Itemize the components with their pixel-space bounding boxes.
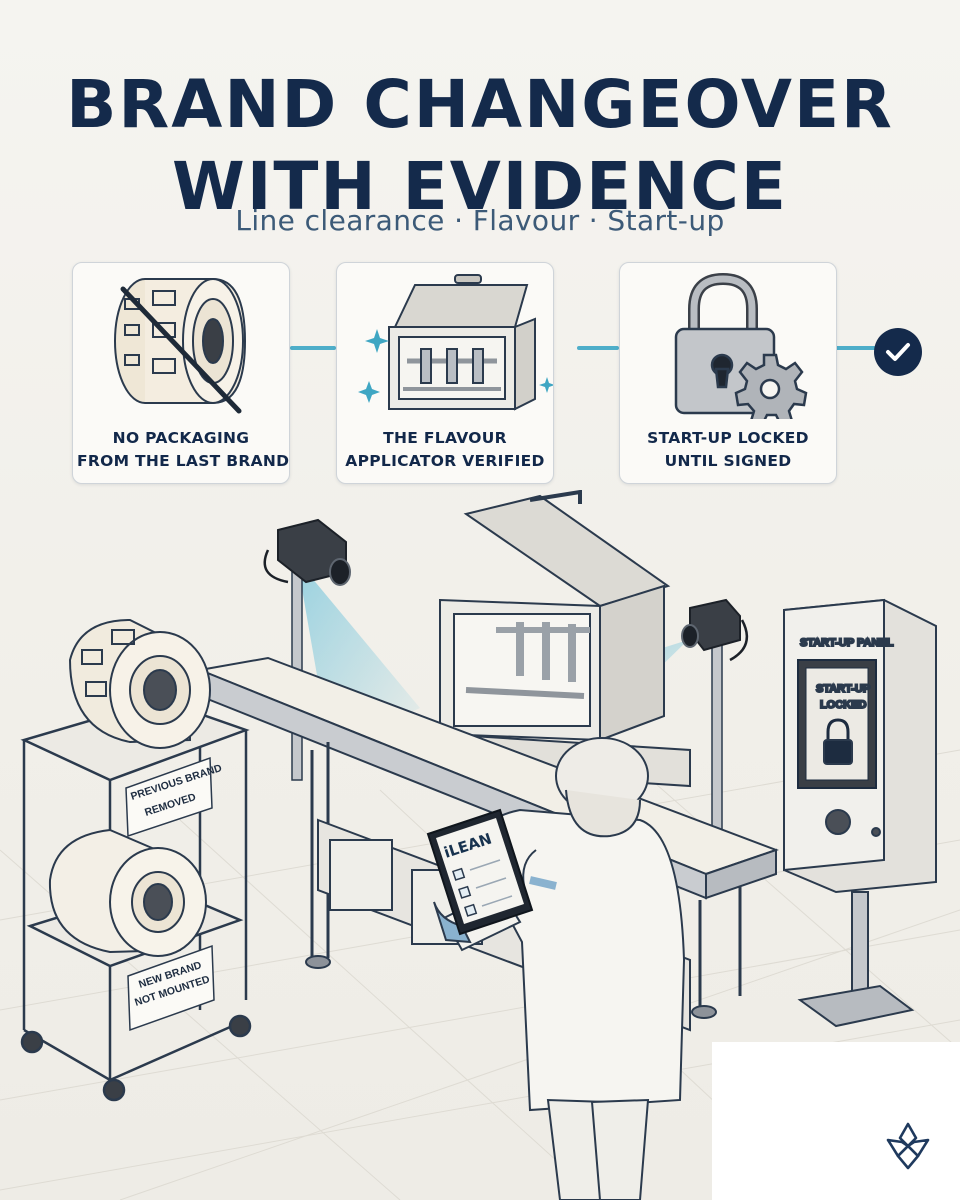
startup-screen-line1: START-UP xyxy=(816,683,870,695)
step-card-startup: START-UP LOCKED UNTIL SIGNED xyxy=(619,262,837,484)
poster-subtitle: Line clearance · Flavour · Start-up xyxy=(235,204,725,237)
poster-title: BRAND CHANGEOVER WITH EVIDENCE xyxy=(0,64,960,228)
packaging-roll-crossed-icon xyxy=(114,278,247,414)
panel-lock-icon xyxy=(826,718,850,742)
checklist-tablet: iLEAN xyxy=(426,808,534,936)
caption-line: UNTIL SIGNED xyxy=(664,452,792,470)
title-line-1: BRAND CHANGEOVER xyxy=(66,66,894,144)
step-caption-startup: START-UP LOCKED UNTIL SIGNED xyxy=(624,427,832,473)
checkmark-glyph xyxy=(886,343,910,361)
step-caption-packaging: NO PACKAGING FROM THE LAST BRAND xyxy=(77,427,290,473)
operator-figure xyxy=(433,737,686,1200)
step-connector-2 xyxy=(577,346,619,350)
new-brand-reel xyxy=(48,828,207,957)
corner-blank-panel xyxy=(712,1042,960,1200)
lock-gear-icon xyxy=(674,272,808,419)
changeover-steps: NO PACKAGING FROM THE LAST BRAND xyxy=(72,262,922,488)
previous-brand-reel xyxy=(68,618,211,749)
title-line-2: WITH EVIDENCE xyxy=(172,148,788,226)
panel-button xyxy=(825,809,851,835)
flavour-applicator-icon xyxy=(358,274,553,411)
panel-lock-body xyxy=(823,739,853,765)
cart-label-bottom: NEW BRAND NOT MOUNTED xyxy=(127,944,215,1032)
caption-line: START-UP LOCKED xyxy=(647,429,809,447)
brand-logo-icon xyxy=(886,1122,930,1170)
production-line-scene: PREVIOUS BRAND REMOVED NEW BRAND NOT MOU… xyxy=(0,490,960,1200)
step-caption-flavour: THE FLAVOUR APPLICATOR VERIFIED xyxy=(341,427,549,473)
step-connector-1 xyxy=(290,346,336,350)
step-connector-3 xyxy=(830,346,876,350)
step-card-packaging: NO PACKAGING FROM THE LAST BRAND xyxy=(72,262,290,484)
caption-line: THE FLAVOUR xyxy=(383,429,507,447)
checklist-items xyxy=(452,859,513,917)
startup-screen-line2: LOCKED xyxy=(820,699,867,711)
caption-line: APPLICATOR VERIFIED xyxy=(345,452,545,470)
step-card-flavour: THE FLAVOUR APPLICATOR VERIFIED xyxy=(336,262,554,484)
caption-line: NO PACKAGING xyxy=(112,429,250,447)
startup-panel-title: START-UP PANEL xyxy=(800,637,894,649)
checkmark-icon xyxy=(874,328,922,376)
startup-panel: START-UP PANEL START-UP LOCKED xyxy=(783,598,937,1028)
caption-line: FROM THE LAST BRAND xyxy=(77,452,290,470)
